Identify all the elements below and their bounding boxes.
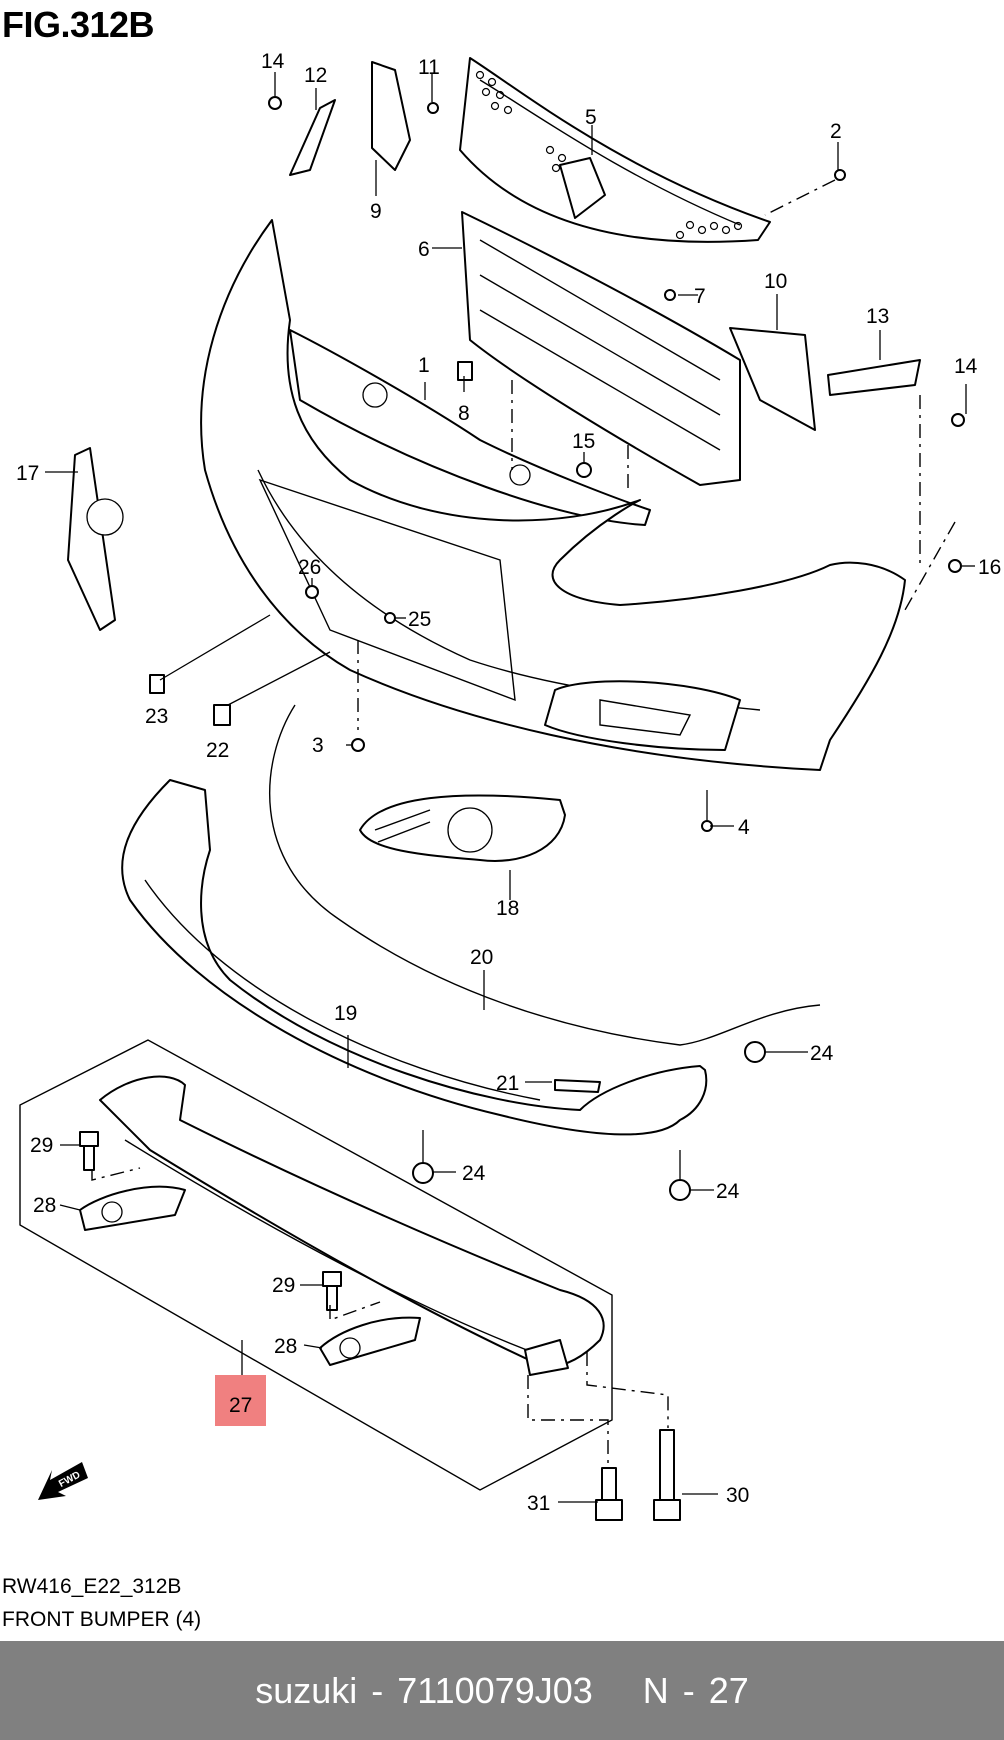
callout-22: 22 <box>206 739 229 762</box>
part-27-reinforcement <box>99 1075 605 1376</box>
part-5-upper-grille <box>459 57 771 243</box>
footer-dash: - <box>357 1669 398 1711</box>
callout-8: 8 <box>458 402 470 425</box>
part-13-bracket <box>827 359 921 396</box>
footer-bar: suzuki - 7110079J03 N - 27 <box>0 1641 1004 1740</box>
callout-1: 1 <box>418 354 430 377</box>
part-28b-bracket <box>319 1316 421 1366</box>
callout-24c: 24 <box>716 1180 740 1203</box>
figure-code: RW416_E22_312B <box>2 1575 182 1598</box>
figure-title: FIG.312B <box>2 4 155 45</box>
callout-7: 7 <box>694 285 706 308</box>
figure-description: FRONT BUMPER (4) <box>2 1608 202 1631</box>
part-17-hole <box>86 498 124 536</box>
fwd-label: FWD <box>57 1470 82 1490</box>
callout-29b: 29 <box>272 1274 295 1297</box>
part-31-bolt <box>595 1467 623 1521</box>
part-17-bracket <box>67 447 116 631</box>
callout-24a: 24 <box>810 1042 834 1065</box>
callout-18: 18 <box>496 897 519 920</box>
callout-12: 12 <box>304 64 327 87</box>
callout-6: 6 <box>418 238 430 261</box>
callout-31: 31 <box>527 1492 550 1515</box>
part-18-fog-bezel <box>359 794 566 862</box>
part-9-bracket <box>371 61 411 171</box>
dash-dot-lines <box>91 179 956 1468</box>
callout-25: 25 <box>408 608 431 631</box>
callout-5: 5 <box>585 106 597 129</box>
part-19-lower-spoiler <box>121 779 708 1136</box>
callout-29a: 29 <box>30 1134 53 1157</box>
callout-21: 21 <box>496 1072 519 1095</box>
callout-27: 27 <box>229 1394 252 1417</box>
callout-13: 13 <box>866 305 889 328</box>
part-27-highlight <box>215 1375 266 1426</box>
part-30-bolt <box>653 1429 681 1521</box>
callout-14b: 14 <box>954 355 978 378</box>
part-1-upper-bracket <box>289 329 651 526</box>
callout-17: 17 <box>16 462 39 485</box>
callout-24b: 24 <box>462 1162 486 1185</box>
part-12-bracket <box>289 99 336 176</box>
part-6-grille-frame <box>461 211 741 486</box>
callout-9: 9 <box>370 200 382 223</box>
part-21-strip <box>554 1079 601 1093</box>
footer-ref: N - 27 <box>642 1669 749 1711</box>
callout-28a: 28 <box>33 1194 56 1217</box>
leader-lines <box>45 72 975 1503</box>
part-20-cable <box>269 704 821 1046</box>
part-28b-hole <box>339 1337 361 1359</box>
callout-26: 26 <box>298 556 321 579</box>
callout-labels: 14 12 11 9 5 2 6 7 10 13 14 1 8 15 17 16… <box>16 50 1001 1515</box>
parts-diagram: FWD 14 12 11 9 5 2 6 7 10 13 14 1 8 15 1… <box>16 50 1001 1521</box>
callout-28b: 28 <box>274 1335 297 1358</box>
bumper-fascia <box>200 219 906 771</box>
callout-2: 2 <box>830 120 842 143</box>
callout-19: 19 <box>334 1002 357 1025</box>
callout-11: 11 <box>418 56 440 79</box>
callout-16: 16 <box>978 556 1001 579</box>
part-28a-bracket <box>79 1185 186 1231</box>
footer-part-number: 7110079J03 <box>397 1669 593 1711</box>
callout-30: 30 <box>726 1484 749 1507</box>
callout-15: 15 <box>572 430 595 453</box>
callout-23: 23 <box>145 705 168 728</box>
callout-10: 10 <box>764 270 787 293</box>
part-29a-bolt <box>79 1131 99 1171</box>
callout-4: 4 <box>738 816 750 839</box>
part-29b-bolt <box>322 1271 342 1311</box>
footer-brand: suzuki <box>255 1669 358 1711</box>
fwd-arrow-icon: FWD <box>38 1462 88 1500</box>
callout-14a: 14 <box>261 50 285 73</box>
part-27-box-outline <box>19 1039 613 1491</box>
part-10-bracket <box>729 327 816 431</box>
callout-3: 3 <box>312 734 324 757</box>
part-28a-hole <box>101 1201 123 1223</box>
callout-20: 20 <box>470 946 493 969</box>
